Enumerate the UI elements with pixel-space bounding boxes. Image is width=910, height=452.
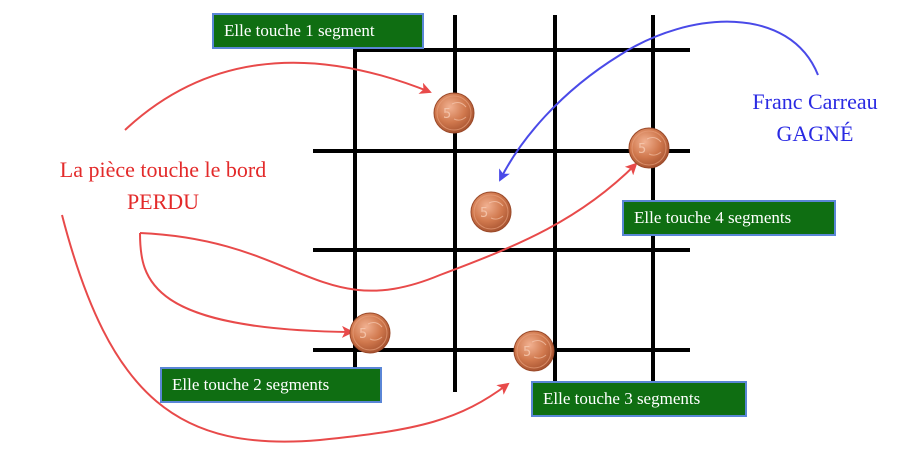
lose-caption: La pièce touche le bord PERDU	[28, 154, 298, 218]
lose-arrows	[61, 61, 638, 443]
arrow-to-1-segment-coin	[124, 61, 432, 131]
label-touches-4-segments: Elle touche 4 segments	[622, 200, 836, 236]
label-touches-1-segment: Elle touche 1 segment	[212, 13, 424, 49]
win-caption-line1: Franc Carreau	[752, 89, 878, 114]
label-touches-3-segments: Elle touche 3 segments	[531, 381, 747, 417]
5-cent-coin-icon	[349, 312, 391, 354]
lose-caption-line2: PERDU	[126, 189, 200, 214]
win-arrow	[499, 20, 819, 182]
grid	[313, 15, 690, 392]
lose-caption-line1: La pièce touche le bord	[59, 157, 267, 182]
arrow-to-4-segments-coin	[139, 162, 638, 292]
label-touches-2-segments: Elle touche 2 segments	[160, 367, 382, 403]
arrow-to-3-segments-coin	[61, 214, 510, 443]
win-caption: Franc Carreau GAGNÉ	[730, 86, 900, 150]
arrow-to-2-segments-coin	[139, 232, 354, 338]
5-cent-coin-icon	[433, 92, 475, 134]
5-cent-coin-icon	[470, 191, 512, 233]
5-cent-coin-icon	[513, 330, 555, 372]
win-caption-line2: GAGNÉ	[776, 121, 854, 146]
5-cent-coin-icon	[628, 127, 670, 169]
